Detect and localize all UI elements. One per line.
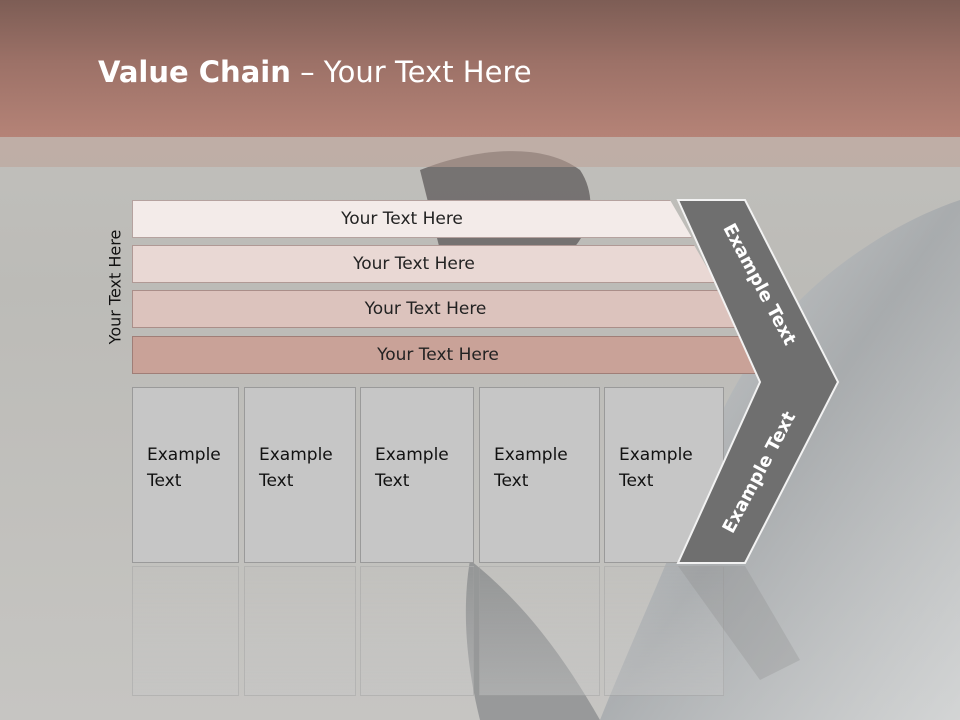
- column-line1: Example: [147, 445, 221, 465]
- title-rest: – Your Text Here: [290, 55, 532, 89]
- column-line2: Text: [147, 471, 182, 491]
- support-row-2[interactable]: Your Text Here: [132, 245, 716, 283]
- column-line1: Example: [259, 445, 333, 465]
- column-line1: Example: [619, 445, 693, 465]
- support-row-1[interactable]: Your Text Here: [132, 200, 692, 238]
- row-label: Your Text Here: [377, 345, 499, 365]
- title-bold: Value Chain: [98, 55, 291, 89]
- title-band: [0, 137, 960, 167]
- support-row-3[interactable]: Your Text Here: [132, 290, 739, 328]
- slide-title: Value Chain – Your Text Here: [98, 55, 532, 89]
- column-line2: Text: [259, 471, 294, 491]
- column-line1: Example: [375, 445, 449, 465]
- title-bar: [0, 0, 960, 137]
- column-line2: Text: [375, 471, 410, 491]
- column-line2: Text: [619, 471, 654, 491]
- column-line1: Example: [494, 445, 568, 465]
- column-line2: Text: [494, 471, 529, 491]
- row-label: Your Text Here: [364, 299, 487, 319]
- row-label: Your Text Here: [341, 209, 463, 229]
- row-label: Your Text Here: [353, 254, 475, 274]
- support-row-4[interactable]: Your Text Here: [132, 336, 764, 374]
